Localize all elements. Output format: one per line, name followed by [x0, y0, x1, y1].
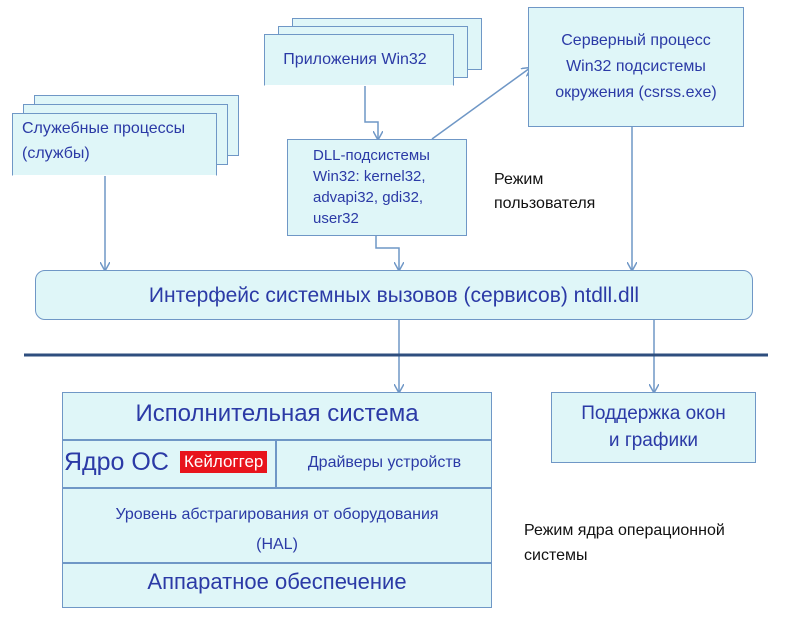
kernel-label: Ядро ОС — [64, 448, 169, 476]
win32-apps-box — [264, 34, 454, 86]
kernel-row-divider — [275, 439, 277, 488]
service-processes-box — [12, 113, 217, 176]
hardware-row-line — [62, 562, 492, 564]
arrow-apps-to-dll — [364, 86, 378, 139]
ntdll-box — [35, 270, 753, 320]
kernel-block — [62, 392, 492, 608]
kernel-row-bottom-line — [62, 487, 492, 489]
csrss-box — [528, 7, 744, 127]
service-processes-label: Служебные процессы (службы) — [22, 120, 186, 162]
executive-label: Исполнительная система — [135, 400, 419, 427]
hardware-label: Аппаратное обеспечение — [147, 569, 407, 594]
arrow-dll-to-ntdll — [375, 236, 399, 270]
device-drivers-label: Драйверы устройств — [307, 454, 462, 471]
kernel-row-top-line — [62, 439, 492, 441]
ntdll-label: Интерфейс системных вызовов (сервисов) n… — [148, 284, 640, 307]
keylogger-tag: Кейлоггер — [180, 451, 268, 473]
hal-label: Уровень абстрагирования от оборудования … — [115, 506, 439, 553]
csrss-label: Серверный процесс Win32 подсистемы окруж… — [555, 32, 717, 101]
window-graphics-label: Поддержка окон и графики — [581, 403, 726, 451]
win32-apps-label: Приложения Win32 — [283, 51, 427, 68]
dll-subsystem-label: DLL-подсистемы Win32: kernel32, advapi32… — [313, 147, 430, 227]
dll-subsystem-box — [287, 139, 467, 236]
kernel-mode-label: Режим ядра операционной системы — [524, 522, 725, 564]
user-mode-label: Режим пользователя — [494, 171, 596, 212]
arrow-dll-to-csrss — [431, 68, 530, 140]
window-graphics-box — [551, 392, 756, 463]
